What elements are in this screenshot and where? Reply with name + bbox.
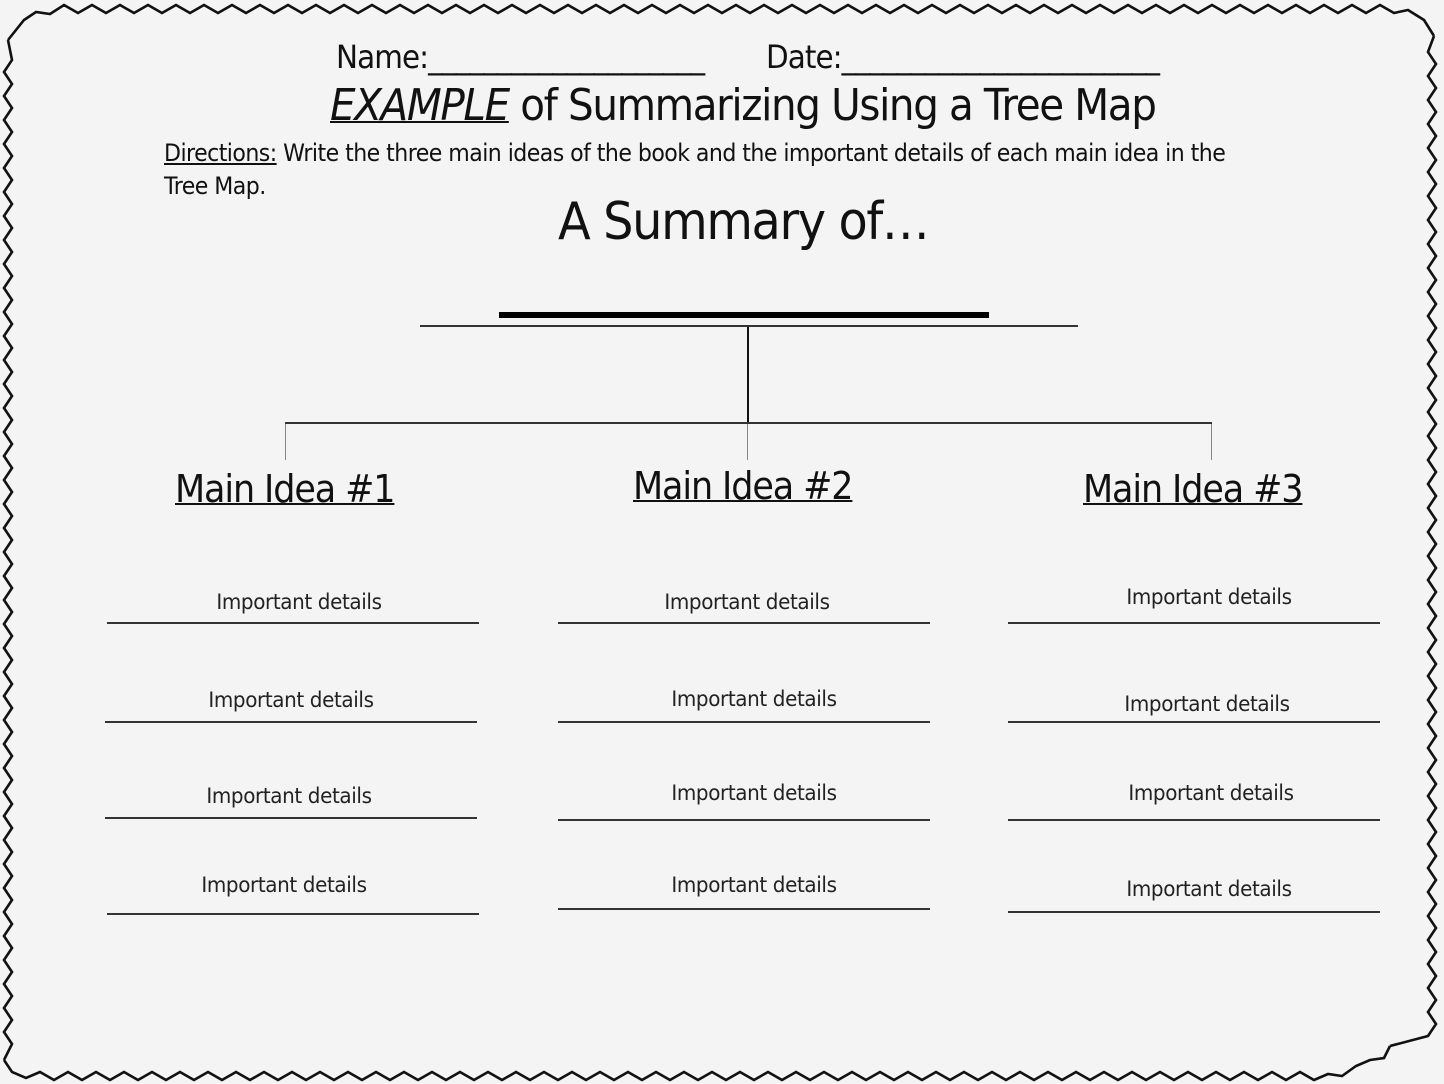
directions: Directions: Write the three main ideas o…: [164, 137, 1226, 203]
detail-1-2: Important details: [208, 688, 374, 712]
detail-line-3-3: [1008, 819, 1380, 821]
detail-line-1-4: [107, 913, 479, 915]
detail-line-2-2: [558, 721, 930, 723]
branch-1-drop: [285, 424, 286, 460]
title-rest: of Summarizing Using a Tree Map: [508, 80, 1157, 131]
directions-text-cont: Tree Map.: [164, 172, 266, 200]
date-field-label: Date:_______________________: [766, 38, 1160, 76]
branch-2-drop: [747, 424, 748, 460]
name-field-label: Name:____________________: [336, 38, 705, 76]
main-idea-2-heading: Main Idea #2: [633, 464, 854, 508]
page-title: EXAMPLE of Summarizing Using a Tree Map: [330, 80, 1157, 131]
detail-line-3-4: [1008, 911, 1380, 913]
detail-3-4: Important details: [1126, 877, 1292, 901]
detail-line-2-3: [558, 819, 930, 821]
detail-line-3-1: [1008, 622, 1380, 624]
root-fill-in-blank: [499, 312, 989, 318]
branch-3-drop: [1211, 424, 1212, 460]
detail-2-1: Important details: [664, 590, 830, 614]
main-idea-3-heading: Main Idea #3: [1083, 467, 1304, 511]
detail-3-3: Important details: [1128, 781, 1294, 805]
directions-text: Write the three main ideas of the book a…: [276, 139, 1226, 167]
detail-2-2: Important details: [671, 687, 837, 711]
directions-label: Directions:: [164, 139, 277, 167]
detail-line-1-2: [105, 721, 477, 723]
title-emphasis: EXAMPLE: [330, 80, 510, 131]
detail-3-2: Important details: [1124, 692, 1290, 716]
detail-1-4: Important details: [201, 873, 367, 897]
branch-connector: [285, 422, 1212, 424]
detail-line-1-1: [107, 622, 479, 624]
detail-1-1: Important details: [216, 590, 382, 614]
root-baseline: [420, 325, 1078, 327]
detail-2-4: Important details: [671, 873, 837, 897]
detail-line-1-3: [105, 817, 477, 819]
detail-2-3: Important details: [671, 781, 837, 805]
tree-root-label: A Summary of…: [558, 192, 930, 252]
detail-line-2-4: [558, 908, 930, 910]
main-idea-1-heading: Main Idea #1: [175, 467, 396, 511]
detail-1-3: Important details: [206, 784, 372, 808]
trunk-connector: [747, 327, 749, 423]
detail-3-1: Important details: [1126, 585, 1292, 609]
detail-line-3-2: [1008, 721, 1380, 723]
detail-line-2-1: [558, 622, 930, 624]
